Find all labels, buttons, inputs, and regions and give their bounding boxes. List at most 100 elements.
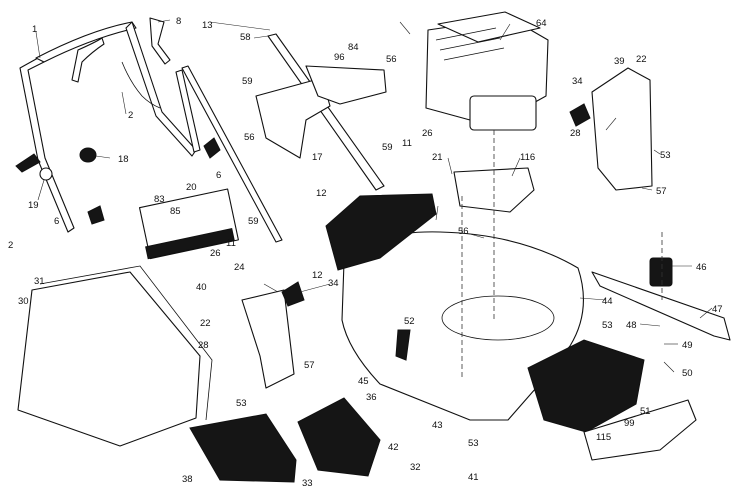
- mulch-deflector: [527, 339, 645, 433]
- part-label-33: 33: [302, 478, 313, 489]
- grass-bag: [17, 271, 201, 447]
- handle-bolt-6b: [87, 205, 105, 225]
- washer: [39, 167, 53, 181]
- discharge-cover: [325, 193, 437, 271]
- part-label-17: 17: [312, 152, 323, 163]
- part-label-53b: 53: [468, 438, 479, 449]
- part-label-83: 83: [154, 194, 165, 205]
- engine: [425, 11, 549, 131]
- rear-flap-edge: [145, 227, 235, 260]
- part-label-45: 45: [358, 376, 369, 387]
- part-label-49: 49: [682, 340, 693, 351]
- part-label-42: 42: [388, 442, 399, 453]
- mulch-plug-tab: [395, 329, 411, 361]
- part-label-30: 30: [18, 296, 29, 307]
- part-label-51: 51: [640, 406, 651, 417]
- part-label-31: 31: [34, 276, 45, 287]
- part-label-12a: 12: [316, 188, 327, 199]
- part-label-19: 19: [28, 200, 39, 211]
- part-label-44: 44: [602, 296, 613, 307]
- part-label-56a: 56: [244, 132, 255, 143]
- bag-frame: [39, 265, 213, 421]
- cable-wire: [121, 61, 161, 109]
- part-label-59a: 59: [242, 76, 253, 87]
- part-label-56c: 56: [458, 226, 469, 237]
- part-label-59b: 59: [248, 216, 259, 227]
- part-label-53d: 53: [660, 150, 671, 161]
- part-label-32: 32: [410, 462, 421, 473]
- part-label-48: 48: [626, 320, 637, 331]
- part-label-43: 43: [432, 420, 443, 431]
- part-label-39: 39: [614, 56, 625, 67]
- part-label-22b: 22: [636, 54, 647, 65]
- part-label-11b: 11: [402, 138, 412, 149]
- rear-baffle: [305, 65, 387, 105]
- part-label-57a: 57: [304, 360, 315, 371]
- part-labels: 2 1 2 6 6 8 9 11 11 12 12 13 17 18 19 20…: [8, 16, 723, 489]
- part-label-85: 85: [170, 206, 181, 217]
- handle-knob: [79, 147, 97, 163]
- front-wheel-plate: [241, 289, 295, 389]
- rear-wheel-plate: [591, 67, 653, 191]
- part-label-50: 50: [682, 368, 693, 379]
- part-label-99: 99: [624, 418, 635, 429]
- part-label-52: 52: [404, 316, 415, 327]
- part-label-12b: 12: [312, 270, 323, 281]
- cable: [71, 37, 105, 83]
- part-label-41: 41: [468, 472, 479, 483]
- side-discharge-chute: [189, 413, 297, 483]
- part-label-116: 116: [520, 152, 535, 163]
- height-knob-34b: [281, 281, 305, 307]
- front-wheel-bracket: [583, 399, 697, 461]
- part-label-46: 46: [696, 262, 707, 273]
- part-label-21: 21: [432, 152, 443, 163]
- part-label-38: 38: [182, 474, 193, 485]
- handle-knob-wing: [15, 153, 41, 173]
- lower-handle-left: [175, 69, 201, 153]
- lower-handle-right: [267, 33, 385, 191]
- part-label-28b: 28: [570, 128, 581, 139]
- upper-handle: [19, 21, 197, 233]
- deck-outlet-ring: [441, 295, 555, 341]
- part-label-58: 58: [240, 32, 251, 43]
- leader-lines: [35, 19, 713, 373]
- part-label-34b: 34: [572, 76, 583, 87]
- part-label-26a: 26: [210, 248, 221, 259]
- part-label-57b: 57: [656, 186, 667, 197]
- part-label-20: 20: [186, 182, 197, 193]
- part-label-64: 64: [536, 18, 547, 29]
- part-label-53a: 53: [236, 398, 247, 409]
- blade-adapter: [649, 257, 673, 287]
- part-label-34a: 34: [328, 278, 339, 289]
- part-label-2: 2: [128, 110, 133, 121]
- part-label-6a: 6: [54, 216, 59, 227]
- part-label-1: 1: [32, 24, 37, 35]
- part-label-8: 8: [176, 16, 181, 27]
- part-label-84: 84: [348, 42, 359, 53]
- part-label-28a: 28: [198, 340, 209, 351]
- mower-blade: [591, 271, 731, 341]
- part-label-59c: 59: [382, 142, 393, 153]
- part-label-40: 40: [196, 282, 207, 293]
- part-label-47: 47: [712, 304, 723, 315]
- part-label-36: 36: [366, 392, 377, 403]
- part-label-56b: 56: [386, 54, 397, 65]
- handle-bolt-6: [203, 137, 221, 159]
- part-label-53c: 53: [602, 320, 613, 331]
- part-label-13: 13: [202, 20, 213, 31]
- part-label-22a: 22: [200, 318, 211, 329]
- part-label-6b: 6: [216, 170, 221, 181]
- part-label-115: 115: [596, 432, 611, 443]
- part-label-26b: 26: [422, 128, 433, 139]
- part-label-96: 96: [334, 52, 345, 63]
- part-label-18: 18: [118, 154, 129, 165]
- part-label-9: 9: [430, 206, 435, 217]
- rear-door: [297, 397, 381, 477]
- control-bar: [149, 17, 171, 65]
- part-label-24: 24: [234, 262, 245, 273]
- corner-mark: 2: [8, 240, 13, 251]
- height-knob-34: [569, 103, 591, 127]
- part-label-11a: 11: [226, 238, 236, 249]
